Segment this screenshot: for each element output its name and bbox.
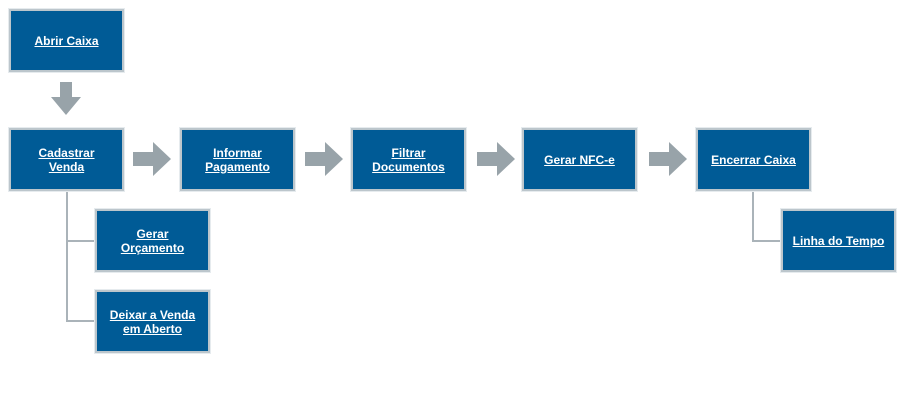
- node-gerar-orcamento-label: Gerar Orçamento: [120, 226, 185, 255]
- arrow-right-icon: [477, 142, 515, 176]
- node-filtrar-documentos[interactable]: Filtrar Documentos: [351, 128, 466, 191]
- node-gerar-orcamento[interactable]: Gerar Orçamento: [95, 209, 210, 272]
- node-filtrar-documentos-label: Filtrar Documentos: [372, 145, 445, 174]
- node-linha-do-tempo-label: Linha do Tempo: [792, 233, 885, 248]
- connector-line: [66, 191, 68, 321]
- node-deixar-venda-aberto[interactable]: Deixar a Venda em Aberto: [95, 290, 210, 353]
- node-cadastrar-venda-label: Cadastrar Venda: [38, 145, 95, 174]
- connector-line: [752, 191, 754, 241]
- node-informar-pagamento[interactable]: Informar Pagamento: [180, 128, 295, 191]
- arrow-right-icon: [305, 142, 343, 176]
- node-cadastrar-venda[interactable]: Cadastrar Venda: [9, 128, 124, 191]
- node-abrir-caixa-label: Abrir Caixa: [34, 33, 99, 48]
- node-gerar-nfce-label: Gerar NFC-e: [544, 152, 615, 167]
- arrow-right-icon: [133, 142, 171, 176]
- node-linha-do-tempo[interactable]: Linha do Tempo: [781, 209, 896, 272]
- arrow-right-icon: [649, 142, 687, 176]
- node-abrir-caixa[interactable]: Abrir Caixa: [9, 9, 124, 72]
- connector-line: [752, 240, 782, 242]
- node-gerar-nfce[interactable]: Gerar NFC-e: [522, 128, 637, 191]
- node-informar-pagamento-label: Informar Pagamento: [205, 145, 270, 174]
- node-deixar-venda-aberto-label: Deixar a Venda em Aberto: [109, 307, 196, 336]
- node-encerrar-caixa[interactable]: Encerrar Caixa: [696, 128, 811, 191]
- connector-line: [66, 240, 96, 242]
- arrow-down-icon: [51, 82, 81, 115]
- connector-line: [66, 320, 96, 322]
- node-encerrar-caixa-label: Encerrar Caixa: [711, 152, 796, 167]
